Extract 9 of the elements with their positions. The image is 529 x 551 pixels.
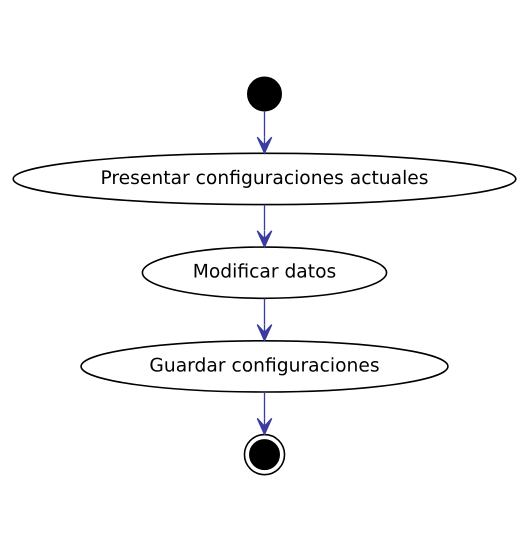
arrow bbox=[256, 392, 272, 435]
node-ellipse: Guardar configuraciones bbox=[80, 339, 449, 392]
node-circle bbox=[244, 433, 286, 475]
node-ellipse: Presentar configuraciones actuales bbox=[12, 152, 517, 205]
node-ellipse: Modificar datos bbox=[142, 246, 388, 299]
arrow bbox=[256, 204, 272, 248]
arrow bbox=[256, 298, 272, 341]
arrow bbox=[256, 110, 272, 154]
node-circle bbox=[247, 76, 282, 112]
